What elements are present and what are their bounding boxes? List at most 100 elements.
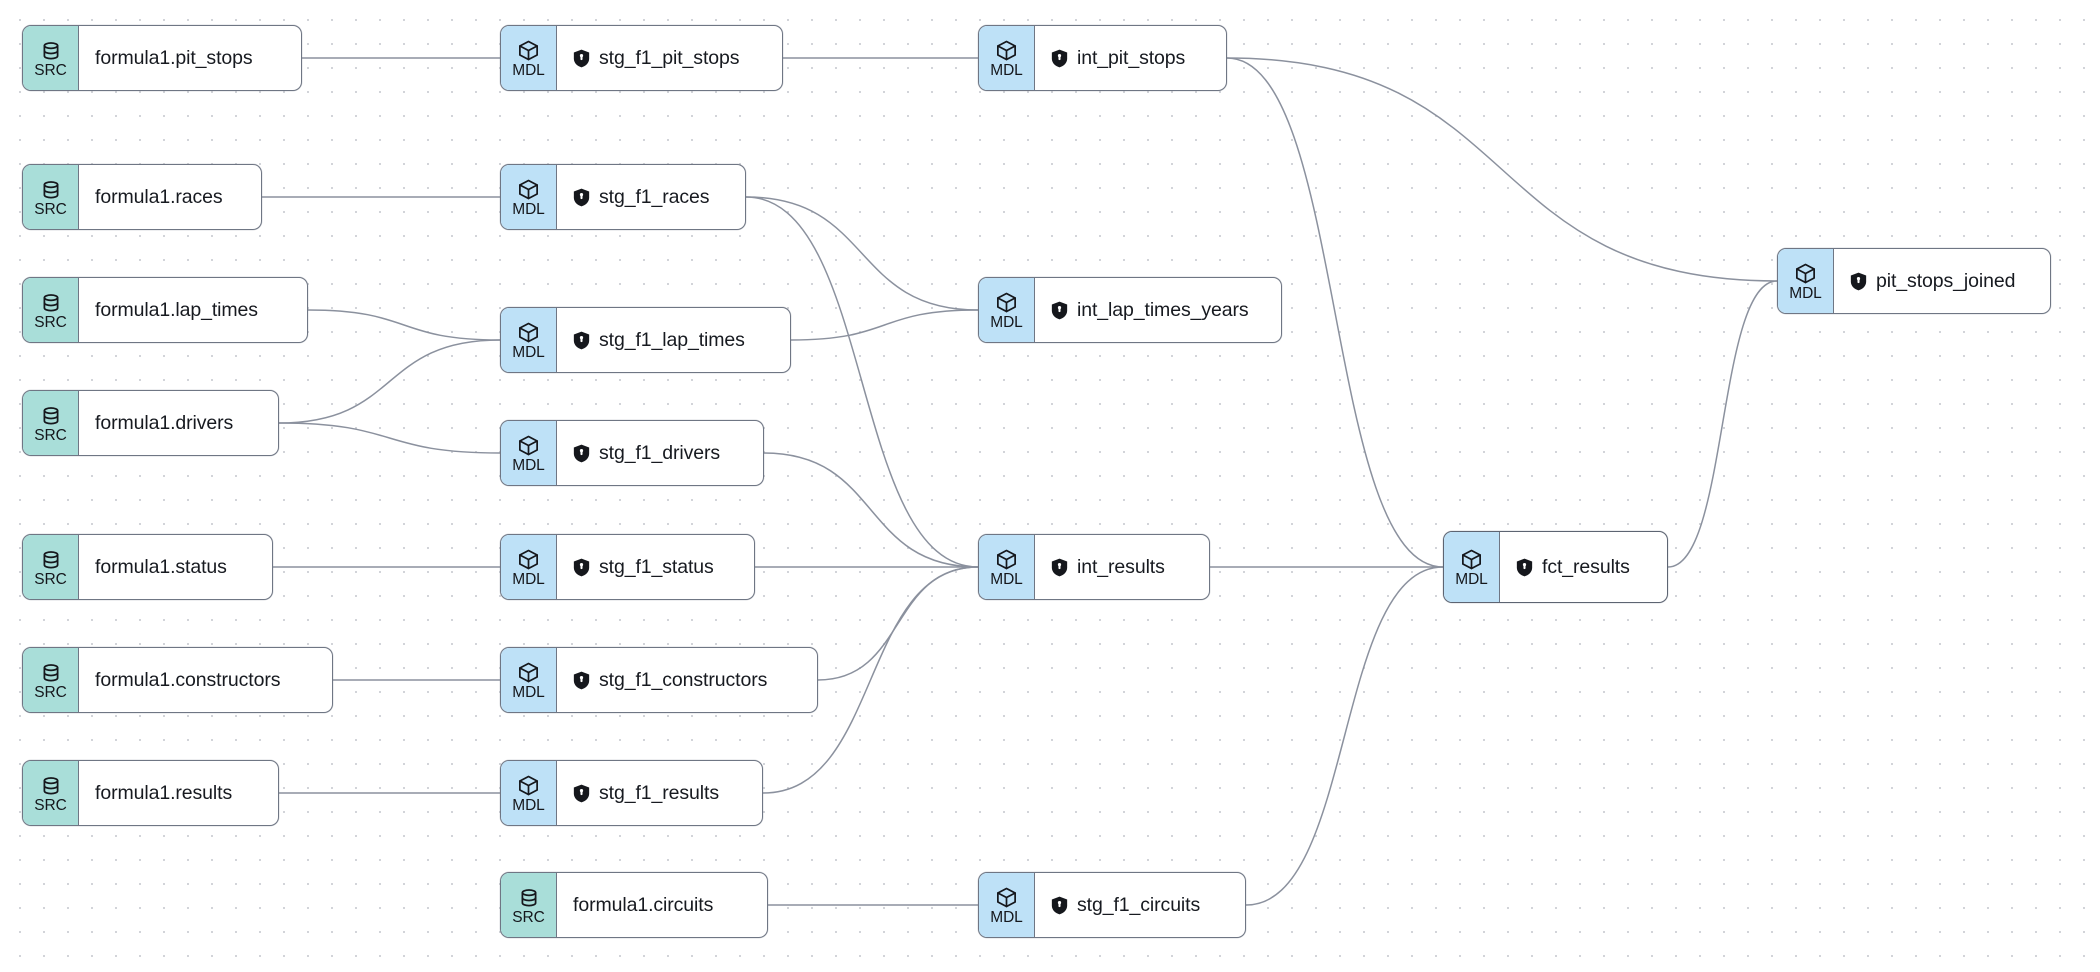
- graph-node-stg_lap_times[interactable]: MDL stg_f1_lap_times: [500, 307, 791, 373]
- node-label: formula1.races: [95, 185, 223, 208]
- node-type-label: SRC: [34, 426, 67, 444]
- node-label: formula1.constructors: [95, 668, 281, 691]
- node-type-badge-mdl: MDL: [979, 278, 1035, 342]
- node-type-badge-src: SRC: [23, 165, 79, 229]
- cube-icon: [995, 39, 1018, 62]
- node-type-badge-mdl: MDL: [501, 648, 557, 712]
- graph-node-fct_results[interactable]: MDL fct_results: [1443, 531, 1668, 603]
- node-body: formula1.races: [79, 165, 261, 229]
- node-type-label: MDL: [512, 571, 545, 589]
- node-label: stg_f1_lap_times: [599, 328, 745, 351]
- shield-lock-icon: [573, 49, 590, 68]
- node-type-label: SRC: [34, 200, 67, 218]
- node-type-badge-src: SRC: [23, 278, 79, 342]
- node-label: stg_f1_races: [599, 185, 710, 208]
- node-body: int_pit_stops: [1035, 26, 1226, 90]
- node-type-label: SRC: [34, 796, 67, 814]
- cube-icon: [995, 548, 1018, 571]
- graph-node-stg_constructors[interactable]: MDL stg_f1_constructors: [500, 647, 818, 713]
- database-icon: [40, 292, 62, 314]
- node-type-badge-src: SRC: [23, 761, 79, 825]
- cube-icon: [517, 39, 540, 62]
- node-body: stg_f1_status: [557, 535, 754, 599]
- graph-node-stg_races[interactable]: MDL stg_f1_races: [500, 164, 746, 230]
- shield-lock-icon: [1051, 896, 1068, 915]
- database-icon: [40, 662, 62, 684]
- node-type-label: MDL: [990, 62, 1023, 80]
- database-icon: [40, 775, 62, 797]
- node-label: stg_f1_constructors: [599, 668, 768, 691]
- shield-lock-icon: [573, 671, 590, 690]
- graph-node-int_pit_stops[interactable]: MDL int_pit_stops: [978, 25, 1227, 91]
- node-type-badge-mdl: MDL: [501, 26, 557, 90]
- graph-node-stg_circuits[interactable]: MDL stg_f1_circuits: [978, 872, 1246, 938]
- graph-node-int_lap_times_years[interactable]: MDL int_lap_times_years: [978, 277, 1282, 343]
- node-body: stg_f1_lap_times: [557, 308, 790, 372]
- graph-node-src_lap_times[interactable]: SRC formula1.lap_times: [22, 277, 308, 343]
- shield-lock-icon: [1051, 558, 1068, 577]
- node-body: formula1.circuits: [557, 873, 767, 937]
- node-body: formula1.lap_times: [79, 278, 307, 342]
- database-icon: [40, 179, 62, 201]
- node-type-label: MDL: [1455, 571, 1488, 589]
- node-type-badge-src: SRC: [23, 26, 79, 90]
- node-type-badge-mdl: MDL: [501, 535, 557, 599]
- node-body: stg_f1_drivers: [557, 421, 763, 485]
- node-label: stg_f1_results: [599, 781, 719, 804]
- node-type-badge-mdl: MDL: [1778, 249, 1834, 313]
- cube-icon: [517, 321, 540, 344]
- node-type-label: MDL: [512, 797, 545, 815]
- graph-node-src_drivers[interactable]: SRC formula1.drivers: [22, 390, 279, 456]
- node-label: stg_f1_circuits: [1077, 893, 1201, 916]
- graph-node-src_races[interactable]: SRC formula1.races: [22, 164, 262, 230]
- graph-node-stg_status[interactable]: MDL stg_f1_status: [500, 534, 755, 600]
- node-type-label: SRC: [34, 313, 67, 331]
- shield-lock-icon: [573, 558, 590, 577]
- graph-node-src_status[interactable]: SRC formula1.status: [22, 534, 273, 600]
- database-icon: [40, 405, 62, 427]
- node-type-badge-src: SRC: [23, 648, 79, 712]
- node-type-badge-mdl: MDL: [979, 26, 1035, 90]
- node-label: int_pit_stops: [1077, 46, 1186, 69]
- node-label: int_results: [1077, 555, 1165, 578]
- node-type-badge-src: SRC: [23, 535, 79, 599]
- node-type-label: MDL: [1789, 285, 1822, 303]
- cube-icon: [995, 886, 1018, 909]
- graph-node-pit_stops_joined[interactable]: MDL pit_stops_joined: [1777, 248, 2051, 314]
- graph-node-stg_results[interactable]: MDL stg_f1_results: [500, 760, 763, 826]
- shield-lock-icon: [573, 444, 590, 463]
- database-icon: [518, 887, 540, 909]
- node-type-badge-mdl: MDL: [979, 873, 1035, 937]
- graph-node-src_constructors[interactable]: SRC formula1.constructors: [22, 647, 333, 713]
- cube-icon: [1460, 548, 1483, 571]
- node-type-label: MDL: [990, 909, 1023, 927]
- database-icon: [40, 40, 62, 62]
- node-label: int_lap_times_years: [1077, 298, 1249, 321]
- node-label: fct_results: [1542, 555, 1630, 578]
- node-type-label: SRC: [34, 683, 67, 701]
- node-type-label: MDL: [512, 201, 545, 219]
- node-body: stg_f1_races: [557, 165, 745, 229]
- node-body: pit_stops_joined: [1834, 249, 2050, 313]
- shield-lock-icon: [573, 188, 590, 207]
- shield-lock-icon: [573, 331, 590, 350]
- node-body: formula1.pit_stops: [79, 26, 301, 90]
- node-label: formula1.status: [95, 555, 227, 578]
- node-body: formula1.drivers: [79, 391, 278, 455]
- node-label: stg_f1_status: [599, 555, 714, 578]
- node-body: stg_f1_circuits: [1035, 873, 1245, 937]
- node-body: stg_f1_pit_stops: [557, 26, 782, 90]
- shield-lock-icon: [1051, 301, 1068, 320]
- node-type-label: MDL: [512, 344, 545, 362]
- cube-icon: [517, 774, 540, 797]
- node-type-badge-mdl: MDL: [501, 761, 557, 825]
- node-body: formula1.status: [79, 535, 272, 599]
